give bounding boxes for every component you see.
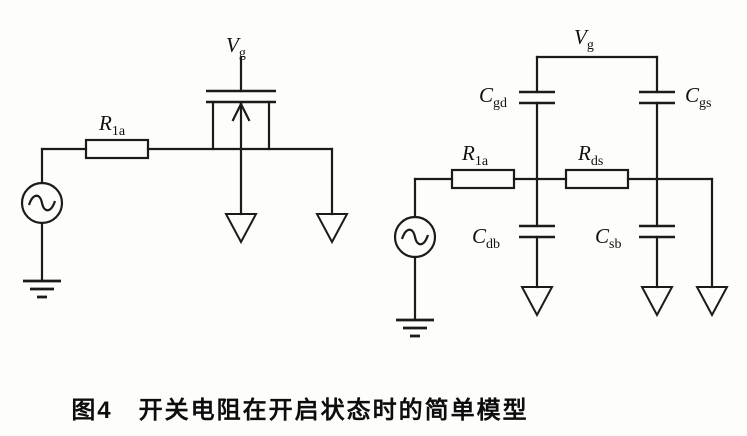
ground-triangle <box>640 286 674 318</box>
body-arrowhead <box>239 102 251 122</box>
ground-earth-symbol <box>23 221 61 299</box>
capacitor-csb-symbol: Csb <box>595 177 675 318</box>
left-circuit: R1a Vg <box>20 33 349 299</box>
ac-source-symbol <box>393 215 437 259</box>
ground-triangle-symbol <box>224 147 258 245</box>
label-cgd-sub: gd <box>493 96 507 111</box>
resistor-body <box>450 168 516 190</box>
ground-triangle-symbol <box>315 147 349 245</box>
label-r1a: R1a <box>98 111 126 139</box>
label-rds: Rds <box>577 141 603 169</box>
resistor-r1a-symbol: R1a <box>84 111 150 160</box>
label-vg-main: V <box>574 25 589 49</box>
label-cdb: Cdb <box>472 224 500 252</box>
sine-wave-icon <box>27 194 57 212</box>
label-r1a: R1a <box>461 141 489 169</box>
resistor-body <box>84 138 150 160</box>
resistor-body <box>564 168 630 190</box>
label-vg: Vg <box>574 25 594 53</box>
label-cgd-main: C <box>479 83 494 107</box>
label-vg-sub: g <box>239 46 246 61</box>
sine-wave-icon <box>400 228 430 246</box>
capacitor-cgs-symbol: Cgs <box>639 55 711 181</box>
label-rds-main: R <box>577 141 591 165</box>
ac-source-symbol <box>20 181 64 225</box>
right-circuit: R1a Rds Vg Cgd <box>393 25 729 338</box>
ground-earth-symbol <box>396 255 434 338</box>
ground-triangle <box>224 213 258 245</box>
capacitor-cdb-symbol: Cdb <box>472 177 555 318</box>
label-cgs: Cgs <box>685 83 711 111</box>
label-cgs-main: C <box>685 83 700 107</box>
label-rds-sub: ds <box>591 154 603 169</box>
resistor-rds-symbol: Rds <box>564 141 630 190</box>
resistor-r1a-symbol: R1a <box>450 141 516 190</box>
label-cgd: Cgd <box>479 83 507 111</box>
ground-triangle <box>315 213 349 245</box>
label-cgs-sub: gs <box>699 96 711 111</box>
label-r1a-main: R <box>98 111 112 135</box>
label-cdb-main: C <box>472 224 487 248</box>
capacitor-cgd-symbol: Cgd <box>479 55 555 181</box>
label-csb-sub: sb <box>609 237 621 252</box>
ground-triangle <box>520 286 554 318</box>
ground-triangle <box>695 286 729 318</box>
label-csb: Csb <box>595 224 621 252</box>
figure-caption: 图4 开关电阻在开启状态时的简单模型 <box>71 397 529 424</box>
label-r1a-main: R <box>461 141 475 165</box>
vg-rail: Vg <box>535 25 659 59</box>
label-r1a-sub: 1a <box>112 124 126 139</box>
ground-triangle-symbol <box>695 177 729 318</box>
label-r1a-sub: 1a <box>475 154 489 169</box>
label-vg-main: V <box>226 33 241 57</box>
label-vg-sub: g <box>587 38 594 53</box>
label-vg: Vg <box>226 33 246 61</box>
label-csb-main: C <box>595 224 610 248</box>
body-arrowhead <box>231 102 243 122</box>
label-cdb-sub: db <box>486 237 500 252</box>
mosfet-symbol: Vg <box>206 33 276 151</box>
